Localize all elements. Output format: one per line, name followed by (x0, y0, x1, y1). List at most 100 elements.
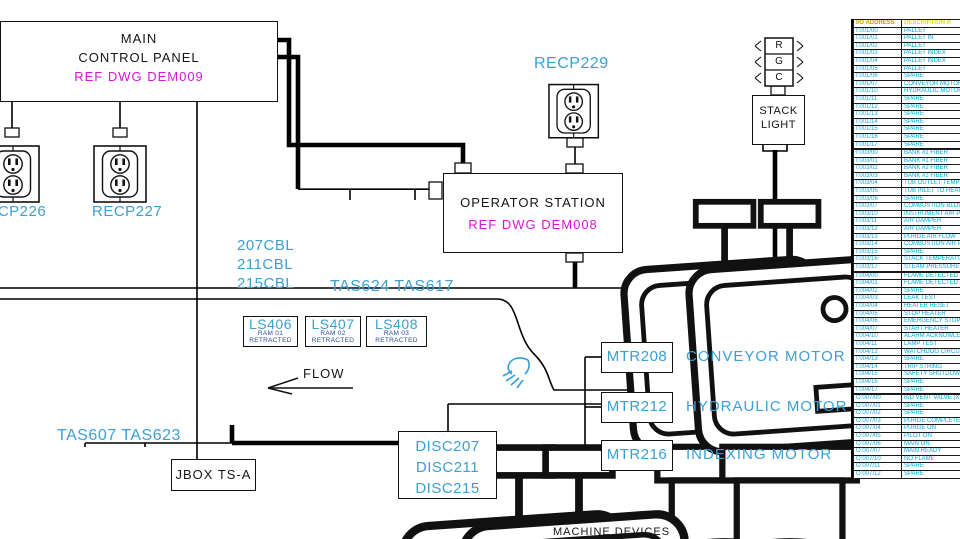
io-address-cell: I:001/04 (853, 56, 902, 66)
io-description-cell: CONVEYOR MOTOR (901, 79, 960, 89)
io-description-cell: MAIN ON (901, 439, 960, 449)
io-description-cell: PALLET (901, 64, 960, 74)
io-description-cell: COMBUSTION AIR PRESSURE (901, 240, 960, 249)
flow-label: FLOW (303, 366, 345, 381)
io-address-cell: I:001/02 (853, 41, 902, 51)
io-description-cell: PALLET (901, 26, 960, 36)
io-address-cell: I:003/16 (853, 255, 902, 264)
io-address-cell: I:004/10 (853, 332, 902, 341)
cable-label: 215CBL (237, 275, 295, 292)
io-description-cell: BANK #1 FIBER (901, 156, 960, 166)
limit-switch-state: RETRACTED (249, 336, 292, 344)
io-table-header-address: I/O ADDRESS (853, 19, 902, 28)
io-description-cell: SPARE (901, 194, 960, 204)
io-address-cell: I:003/15 (853, 247, 902, 257)
io-address-cell: I:003/11 (853, 217, 902, 227)
io-description-cell: SPARE (901, 140, 960, 150)
io-address-cell: I:003/13 (853, 232, 902, 242)
io-description-cell: BANK #1 FIBER (901, 148, 960, 158)
motor-tag-box: MTR208 (601, 342, 673, 373)
io-address-cell: I:003/03 (853, 171, 902, 181)
io-description-cell: PALLET (901, 41, 960, 51)
io-address-cell: I:003/05 (853, 187, 902, 196)
io-address-cell: I:001/15 (853, 125, 902, 134)
io-address-cell: O:007/10 (853, 454, 902, 464)
stack-light-cell-label: G (775, 56, 783, 67)
io-description-cell: SPARE (901, 102, 960, 112)
io-description-cell: PALLET IN (901, 34, 960, 43)
io-address-cell: O:007/02 (853, 409, 902, 418)
io-description-cell: STEAM PRESSURE (901, 262, 960, 273)
io-address-cell: O:007/04 (853, 424, 902, 434)
limit-switch-ram: RAM 02 (320, 330, 346, 337)
io-address-cell: I:001/13 (853, 110, 902, 119)
limit-switch-tag: LS407 (311, 316, 355, 332)
io-description-cell: SPARE (901, 462, 960, 472)
io-address-cell: I:003/01 (853, 156, 902, 166)
io-description-cell: PALLET INDEX (901, 49, 960, 58)
stack-light-box: STACK LIGHT (752, 95, 805, 145)
io-description-cell: LAMP TEST (901, 339, 960, 349)
receptacle-icon (93, 145, 147, 203)
io-description-cell: ALARM ACKNOWLEDGE (901, 332, 960, 341)
limit-switch-state: RETRACTED (375, 336, 418, 344)
io-description-cell: FLAME DETECTED NO.1 (901, 270, 960, 281)
io-description-cell: SPARE (901, 125, 960, 134)
io-address-cell: I:001/05 (853, 64, 902, 74)
receptacle-icon (548, 83, 600, 139)
io-address-cell: I:004/02 (853, 286, 902, 296)
stack-light-icon (754, 37, 804, 87)
io-description-cell: MAIN READY (901, 447, 960, 456)
io-description-cell: PURGE ON (901, 424, 960, 434)
io-description-cell: SPARE (901, 132, 960, 142)
jbox-ts-a-box: JBOX TS-A (171, 459, 256, 491)
io-description-cell: INSTRUMENT AIR PRESSURE (901, 209, 960, 219)
io-address-cell: O:007/11 (853, 462, 902, 472)
io-address-cell: I:003/10 (853, 209, 902, 219)
io-description-cell: SPARE (901, 247, 960, 257)
io-description-cell: SPARE (901, 409, 960, 418)
io-address-cell: I:004/16 (853, 377, 902, 387)
io-address-cell: I:001/07 (853, 79, 902, 89)
motor-tag-box: MTR216 (601, 440, 673, 471)
io-description-cell: SPARE (901, 377, 960, 387)
io-description-cell: COMBUSTION BLOWER (901, 202, 960, 211)
io-description-cell: HYDRAULIC MOTOR (901, 87, 960, 96)
motor-name-label: INDEXING MOTOR (686, 446, 833, 463)
io-description-cell: TUB INLET TO HEATER FLOW (901, 187, 960, 196)
main-panel-title-line2: CONTROL PANEL (78, 50, 200, 65)
io-address-cell: I:004/15 (853, 370, 902, 379)
io-description-cell: STACK TEMPERATURE (901, 255, 960, 264)
motor-tag-box: MTR212 (601, 392, 673, 423)
stack-light-cell-label: R (775, 40, 783, 51)
